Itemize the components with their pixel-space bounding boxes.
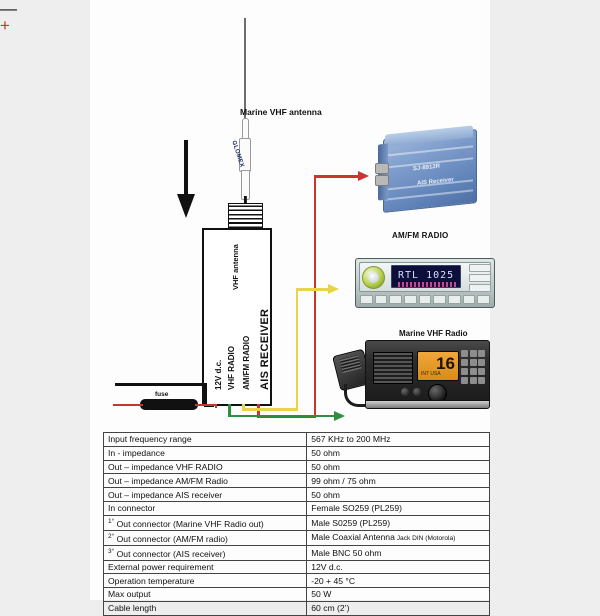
spec-label-cell: Out – impedance AIS receiver [102, 487, 308, 502]
stereo-display-text: RTL 1025 [398, 270, 455, 281]
wire-positive-left [113, 403, 143, 407]
vhf-display: 16 INT USA [417, 351, 459, 381]
vhf-microphone [332, 348, 377, 410]
wire-amfm-bottom [242, 408, 298, 411]
antenna-body [235, 118, 255, 200]
port-label-vhf-radio: VHF RADIO [227, 346, 236, 390]
spec-value-cell: 99 ohm / 75 ohm [306, 473, 490, 489]
spec-value-cell: Male BNC 50 ohm [306, 544, 490, 561]
wire-ais-riser [313, 175, 317, 417]
vhf-knob-squelch [413, 388, 421, 396]
wire-positive-right [195, 403, 217, 407]
spec-value-cell: 50 W [306, 587, 490, 602]
spec-label-cell: 3° Out connector (AIS receiver) [102, 544, 308, 561]
spec-label-cell: In connector [102, 500, 308, 516]
stereo-volume-knob [362, 266, 385, 289]
spec-value-cell: Male S0259 (PL259) [306, 514, 490, 531]
spec-value-cell: -20 + 45 °C [306, 573, 490, 589]
table-row: 3° Out connector (AIS receiver)Male BNC … [102, 544, 490, 561]
spec-value-cell: 50 ohm [306, 445, 490, 461]
positive-terminal-symbol: + [0, 16, 10, 35]
marine-vhf-radio-device: 16 INT USA [365, 340, 490, 412]
spec-label-cell: Cable length [102, 600, 308, 616]
wire-amfm-riser [295, 288, 299, 410]
antenna-mount-stem [244, 196, 247, 205]
label-marine-vhf-radio: Marine VHF Radio [399, 329, 468, 338]
spec-label-cell: Max output [102, 587, 308, 602]
vhf-knob-volume [401, 388, 409, 396]
spec-label-cell: Input frequency range [102, 432, 308, 447]
antenna-whip [244, 18, 246, 121]
spec-value-cell: 50 ohm [306, 459, 490, 475]
vhf-keypad [461, 350, 485, 384]
spec-value-note: Jack DIN (Motorola) [394, 534, 456, 542]
spec-label-cell: 2° Out connector (AM/FM radio) [102, 529, 308, 546]
antenna-mount-block [228, 203, 263, 229]
table-row: Operation temperature-20 + 45 °C [102, 573, 490, 589]
negative-terminal-symbol: — [0, 0, 17, 18]
stereo-preset-buttons [360, 295, 491, 304]
port-label-vhf-antenna: VHF antenna [231, 244, 240, 290]
wire-amfm-top [295, 288, 330, 291]
ais-connector-power [375, 175, 389, 186]
spec-label-cell: Operation temperature [102, 573, 308, 589]
spec-label-cell: Out – impedance AM/FM Radio [102, 473, 308, 489]
label-amfm-radio: AM/FM RADIO [392, 231, 449, 240]
wire-positive-riser [214, 404, 218, 408]
table-row: 1° Out connector (Marine VHF Radio out)M… [102, 514, 490, 531]
port-label-power: 12V d.c. [214, 359, 223, 390]
splitter-title: AIS RECEIVER [259, 308, 271, 390]
spec-label-cell: Out – impedance VHF RADIO [102, 459, 308, 475]
ais-receiver-splitter-box [202, 228, 272, 406]
wire-vhf-arrow-icon [334, 410, 345, 421]
vhf-channel-number: 16 [436, 354, 455, 373]
wire-amfm-drop [242, 404, 245, 410]
ais-receiver-device: SJ-8912R AIS Receiver [375, 125, 480, 213]
stereo-display: RTL 1025 [391, 265, 461, 288]
wire-amfm-arrow-icon [328, 283, 339, 294]
fuse-component [140, 399, 198, 410]
spec-label-cell: External power requirement [102, 559, 308, 575]
spec-label-cell: 1° Out connector (Marine VHF Radio out) [102, 514, 308, 531]
port-label-amfm-radio: AM/FM RADIO [242, 335, 251, 390]
wire-negative-vertical [204, 383, 207, 407]
spec-value-cell: 50 ohm [306, 487, 490, 502]
label-marine-vhf-antenna: Marine VHF antenna [240, 107, 322, 117]
signal-down-arrow-icon [176, 140, 196, 218]
stereo-side-buttons [469, 264, 491, 292]
wire-ais-top [313, 175, 360, 178]
spec-value-cell: 12V d.c. [306, 559, 490, 575]
wiring-diagram: GLOMEX Marine VHF antenna 12V d.c. VHF R… [0, 0, 600, 421]
table-row: 2° Out connector (AM/FM radio)Male Coaxi… [102, 529, 490, 546]
vhf-display-sub: INT USA [421, 371, 441, 377]
amfm-radio-device: RTL 1025 [355, 258, 495, 308]
spec-value-cell: 567 KHz to 200 MHz [306, 432, 490, 447]
vhf-mounting-base [365, 400, 490, 409]
vhf-speaker-grill [373, 352, 413, 384]
label-fuse: fuse [155, 391, 169, 398]
spec-label-cell: In - impedance [102, 445, 308, 461]
wire-ais-drop [257, 404, 260, 418]
spec-value-cell: Female SO259 (PL259) [306, 500, 490, 516]
wire-vhf-drop [228, 404, 231, 417]
wire-negative-horizontal [115, 383, 207, 386]
wire-vhf-run [228, 414, 336, 418]
spec-value-cell: 60 cm (2’) [306, 600, 490, 616]
spec-value-cell: Male Coaxial Antenna Jack DIN (Motorola) [306, 529, 490, 546]
ais-connector-bnc [375, 163, 389, 174]
wire-ais-arrow-icon [358, 170, 369, 181]
